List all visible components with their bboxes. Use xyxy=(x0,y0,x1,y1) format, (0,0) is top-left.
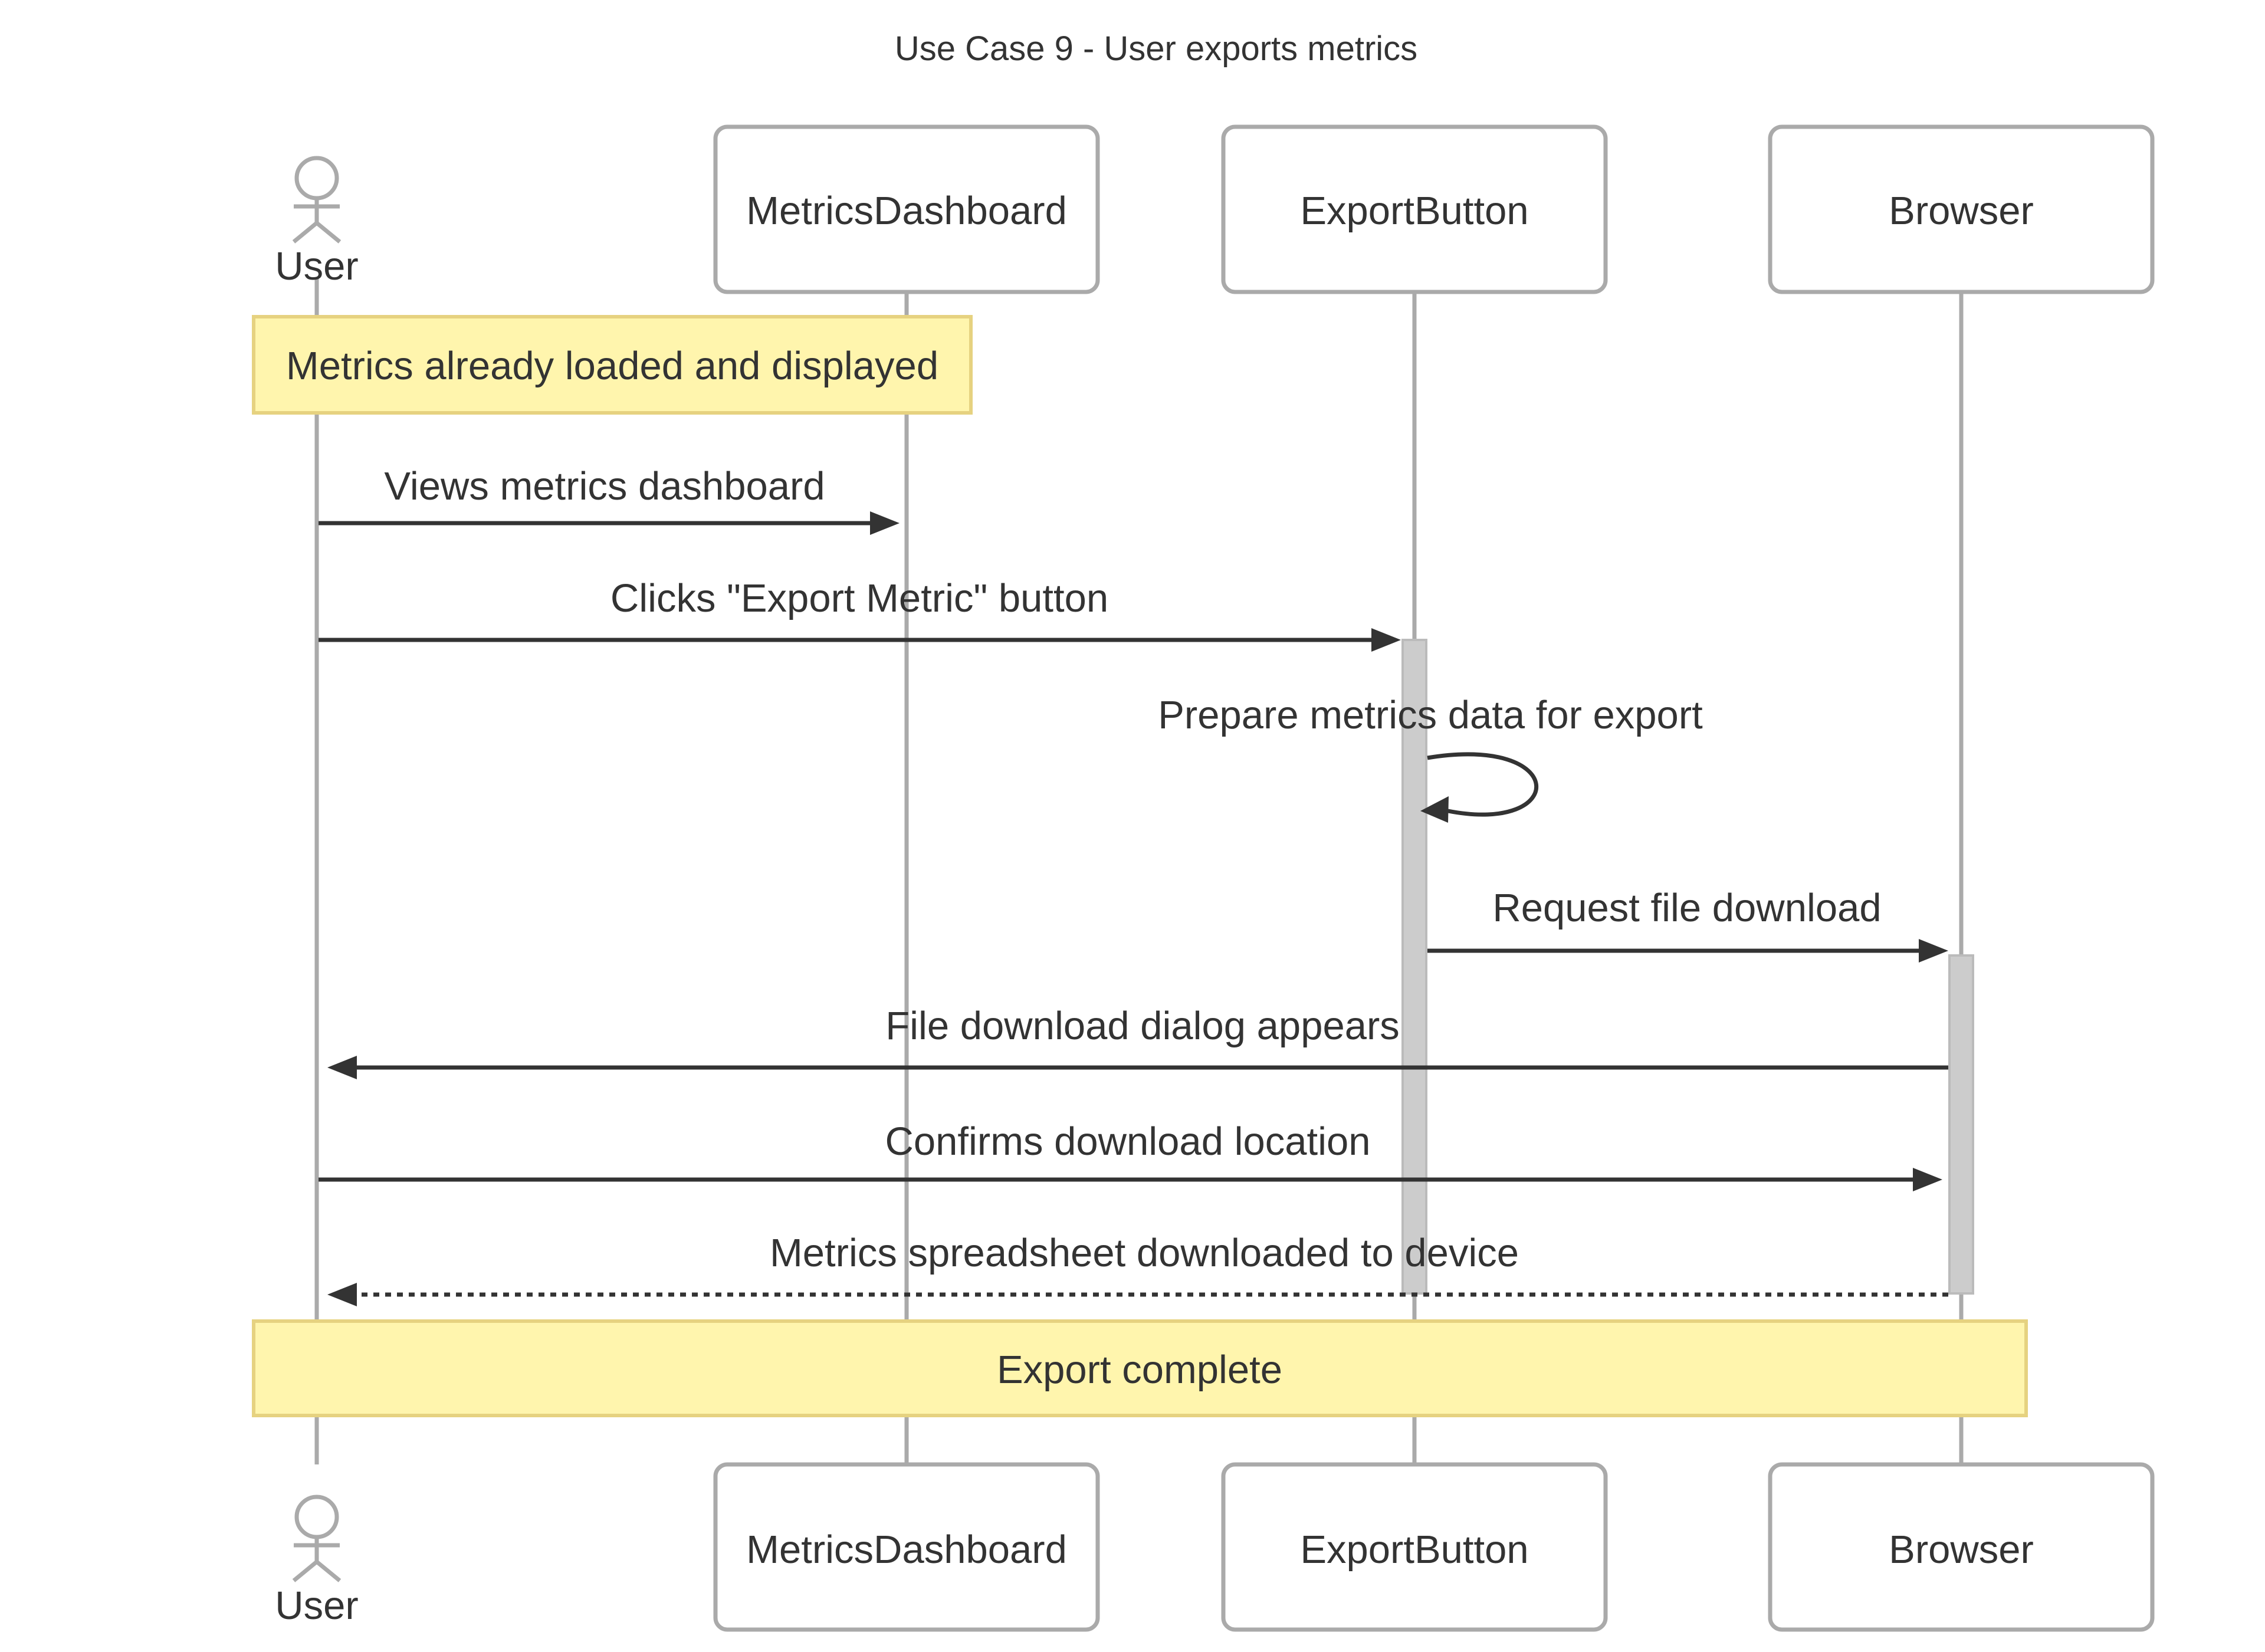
participant-box xyxy=(1221,1462,1608,1632)
message-prepare-data: Prepare metrics data for export xyxy=(1158,693,1703,823)
participant-box xyxy=(713,1462,1100,1632)
actor-icon xyxy=(292,1495,342,1582)
participant-browser-top: Browser xyxy=(1768,124,2155,294)
note-text: Metrics already loaded and displayed xyxy=(286,344,938,388)
message-label: Request file download xyxy=(1492,886,1881,930)
activation-browser xyxy=(1948,954,1974,1295)
arrowhead-right-icon xyxy=(1919,939,1948,963)
participant-export-button-top: ExportButton xyxy=(1221,124,1608,294)
note-export-complete: Export complete xyxy=(252,1319,2028,1417)
message-clicks-export: Clicks "Export Metric" button xyxy=(319,576,1401,652)
activation-export-button xyxy=(1401,639,1427,1295)
participant-label: MetricsDashboard xyxy=(746,189,1067,233)
participant-box xyxy=(713,124,1100,294)
participant-label: Browser xyxy=(1889,189,2034,233)
message-label: Prepare metrics data for export xyxy=(1158,693,1703,737)
self-call-loop xyxy=(1427,752,1539,817)
arrowhead-left-icon xyxy=(327,1283,357,1306)
arrowhead-left-icon xyxy=(1420,796,1449,823)
participant-label: ExportButton xyxy=(1300,1528,1528,1572)
message-views-dashboard: Views metrics dashboard xyxy=(319,464,900,535)
arrowhead-right-icon xyxy=(870,511,900,535)
participant-label: User xyxy=(275,1584,358,1628)
arrowhead-right-icon xyxy=(1913,1168,1942,1191)
participant-box xyxy=(1768,1462,2155,1632)
participant-user-top: User xyxy=(275,156,359,288)
message-label: Views metrics dashboard xyxy=(384,464,825,508)
actor-icon xyxy=(292,156,342,244)
message-dialog-appears: File download dialog appears xyxy=(327,1004,1948,1079)
participant-export-button-bottom: ExportButton xyxy=(1221,1462,1608,1632)
message-label: Clicks "Export Metric" button xyxy=(610,576,1108,620)
participant-browser-bottom: Browser xyxy=(1768,1462,2155,1632)
diagram-title: Use Case 9 - User exports metrics xyxy=(895,29,1417,68)
message-label: Confirms download location xyxy=(885,1119,1370,1164)
message-label: File download dialog appears xyxy=(885,1004,1400,1048)
arrowhead-right-icon xyxy=(1371,628,1401,652)
participant-metrics-dashboard-bottom: MetricsDashboard xyxy=(713,1462,1100,1632)
participant-label: User xyxy=(275,244,358,288)
message-confirms-location: Confirms download location xyxy=(319,1119,1942,1191)
message-label: Metrics spreadsheet downloaded to device xyxy=(770,1231,1519,1275)
participant-label: MetricsDashboard xyxy=(746,1528,1067,1572)
lifelines xyxy=(314,277,1964,1464)
message-spreadsheet-downloaded: Metrics spreadsheet downloaded to device xyxy=(327,1231,1948,1306)
participant-user-bottom: User xyxy=(275,1495,359,1628)
participant-metrics-dashboard-top: MetricsDashboard xyxy=(713,124,1100,294)
arrowhead-left-icon xyxy=(327,1056,357,1079)
note-metrics-loaded: Metrics already loaded and displayed xyxy=(252,315,973,415)
message-request-download: Request file download xyxy=(1427,886,1948,963)
note-text: Export complete xyxy=(997,1348,1282,1392)
participant-box xyxy=(1768,124,2155,294)
participant-label: ExportButton xyxy=(1300,189,1528,233)
participant-box xyxy=(1221,124,1608,294)
note-box xyxy=(252,1319,2028,1417)
participant-label: Browser xyxy=(1889,1528,2034,1572)
note-box xyxy=(252,315,973,415)
